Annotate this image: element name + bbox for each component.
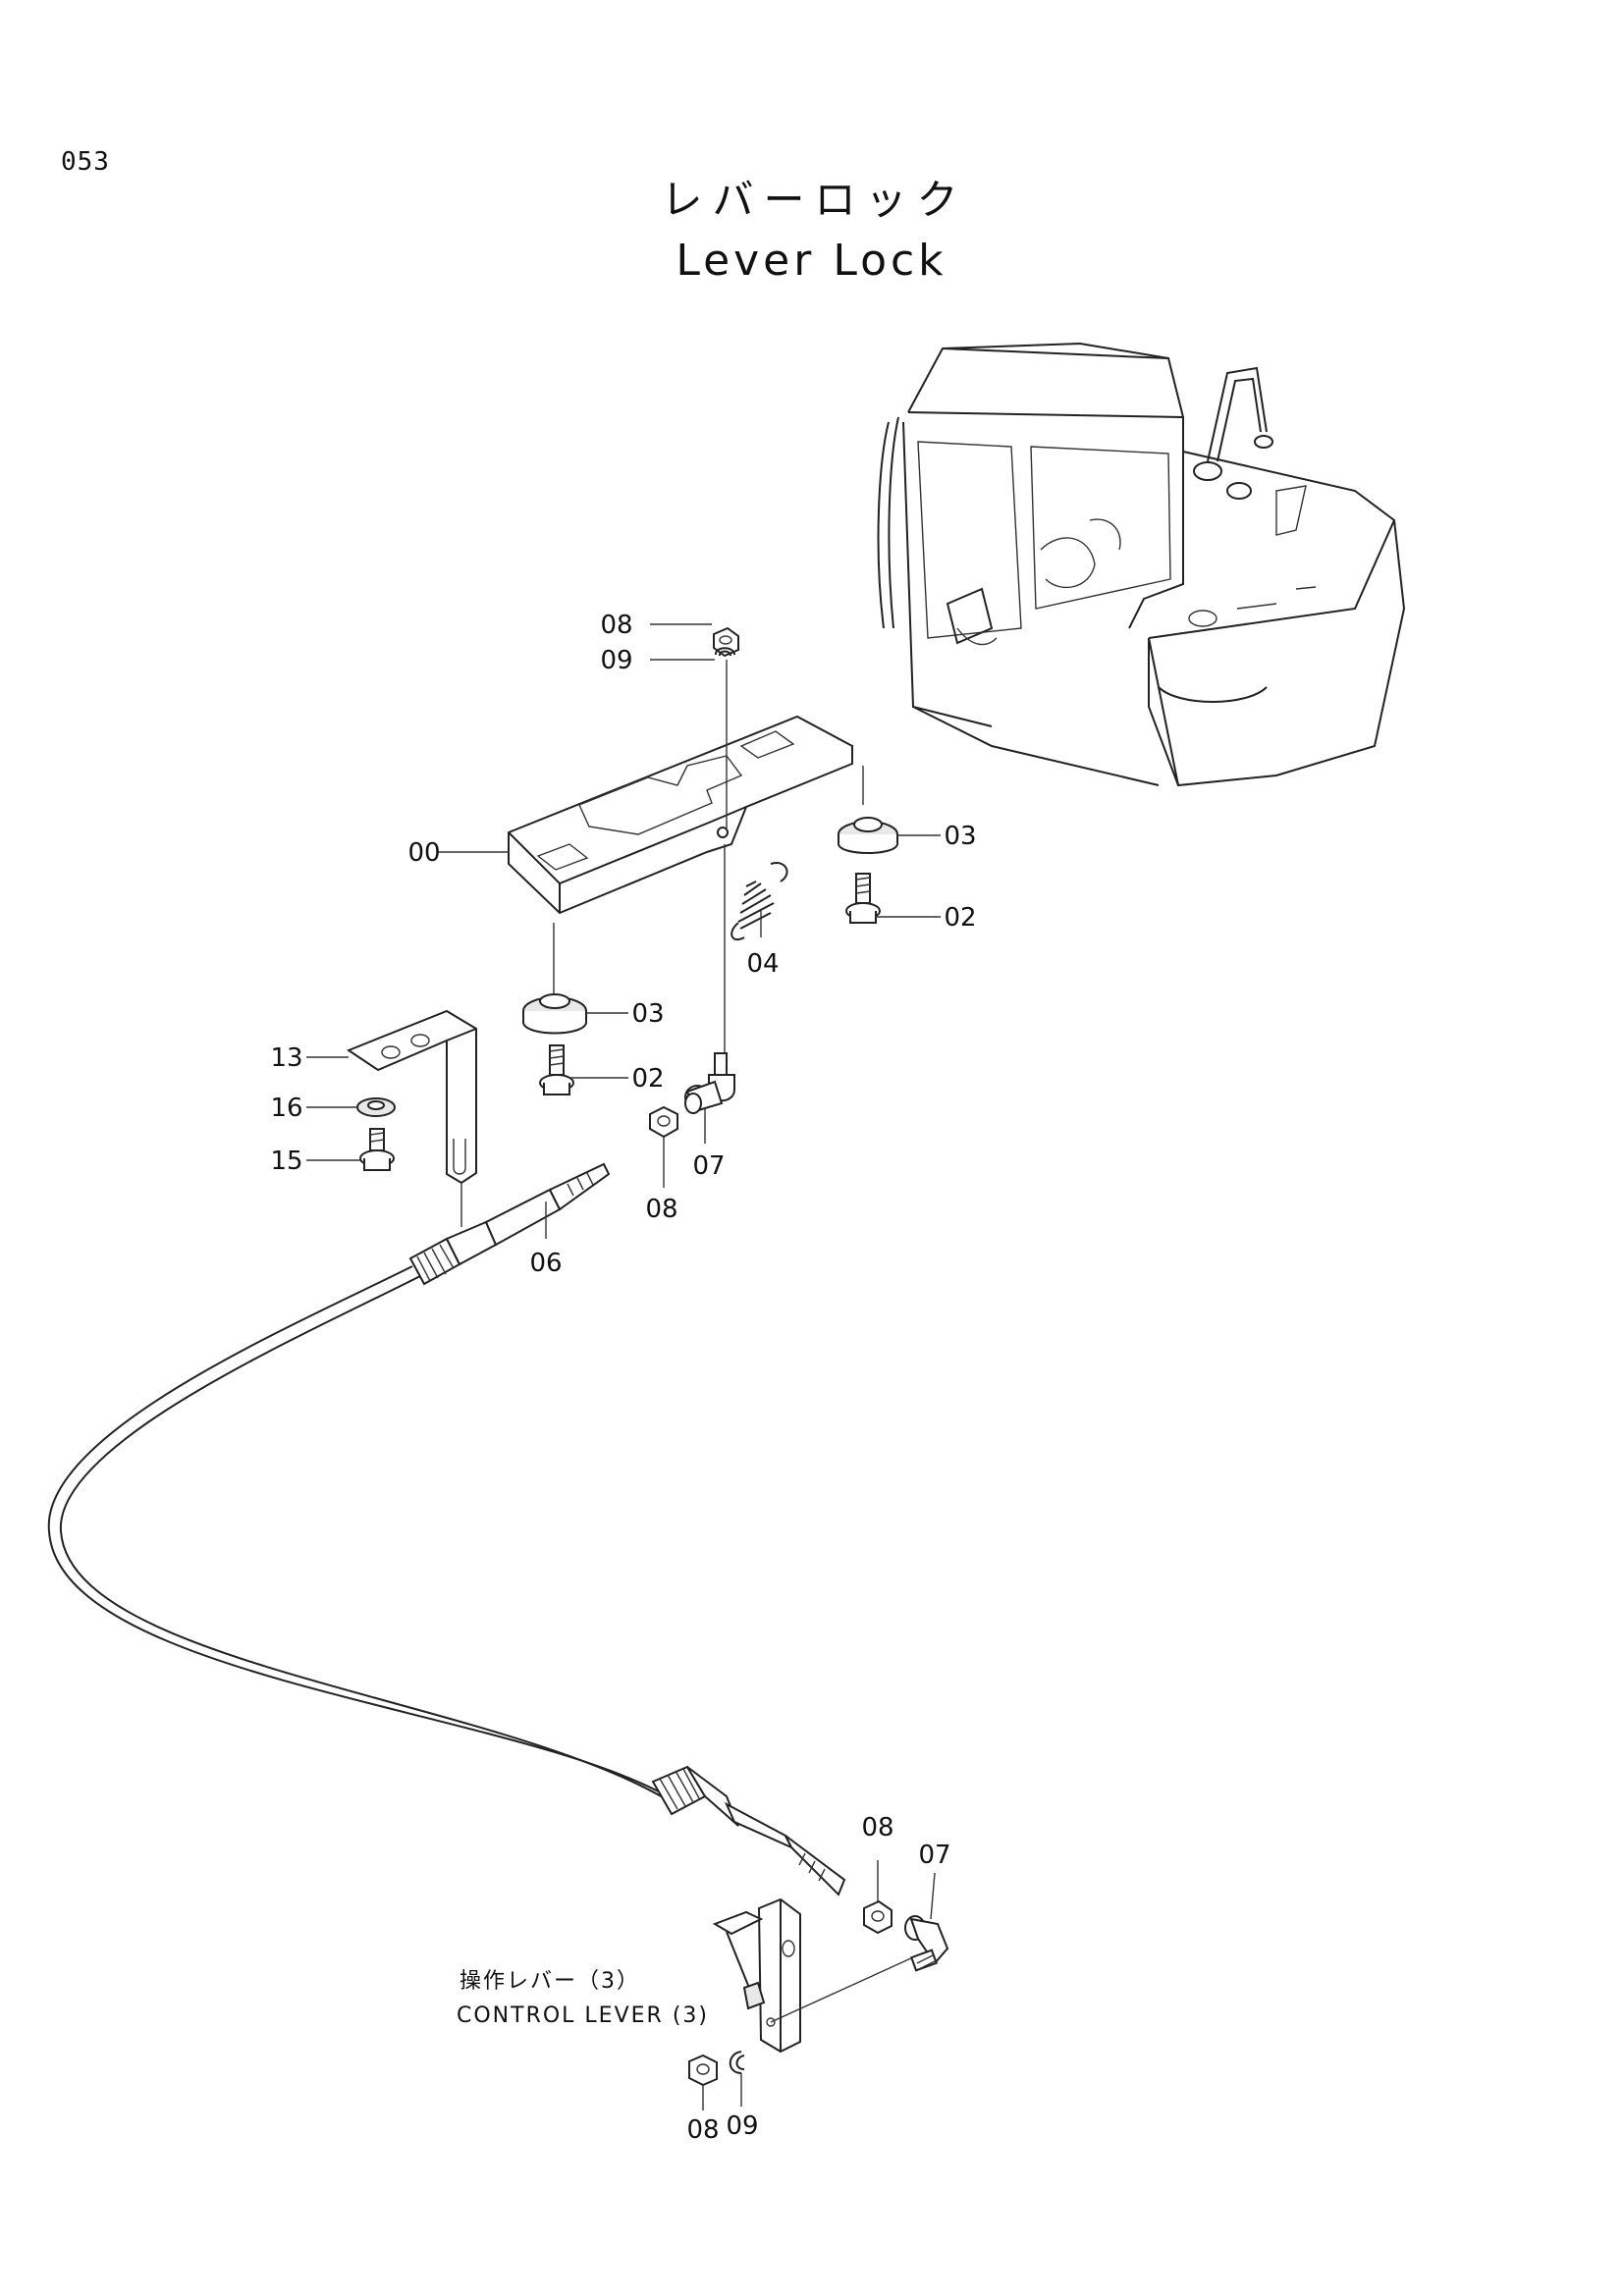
lock-plate-part [508,715,853,915]
callout-label: 13 [270,1043,302,1073]
middle-nut [649,1105,678,1139]
callout-label: 16 [270,1094,302,1123]
callout-label: 06 [529,1249,562,1278]
callout-label: 08 [861,1813,893,1842]
callout-label: 08 [686,2115,719,2145]
callout-label: 07 [692,1151,725,1181]
lower-nut-and-clip [688,2051,745,2087]
callout-label: 04 [746,949,779,979]
assembly-lines [460,660,914,2023]
callout-label: 07 [918,1841,950,1870]
cable-bracket [346,1009,477,1185]
callout-label: 08 [645,1195,677,1224]
title-english: Lever Lock [676,236,947,286]
rubber-mounts [522,817,898,1035]
rod-end-upper [684,1052,735,1114]
lower-nut-and-rod-end [863,1899,949,1972]
callout-label: 02 [631,1064,664,1094]
callout-label: 08 [600,611,632,640]
callout-leaders [306,623,941,2110]
spring-part [730,862,788,941]
callout-label: 03 [631,999,664,1029]
callout-label: 00 [407,838,440,868]
title-japanese: レバーロック [661,176,968,224]
note-japanese: 操作レバー（3） [460,1969,640,1994]
top-nut-and-washer [713,626,739,658]
page-number: 053 [61,147,110,177]
flange-bolts [539,873,881,1095]
callout-label: 09 [726,2111,758,2141]
callout-labels: 08 09 00 03 02 04 03 02 13 16 15 08 07 0… [270,611,976,2145]
callout-label: 02 [944,903,976,933]
control-lever-part [712,1897,801,2054]
callout-label: 15 [270,1147,302,1176]
callout-label: 09 [600,646,632,675]
callout-label: 03 [944,822,976,851]
excavator-overview-illustration [877,342,1406,787]
control-cable [47,1162,846,1896]
control-lever-note: 操作レバー（3） CONTROL LEVER (3) [457,1969,709,2028]
note-english: CONTROL LEVER (3) [457,2003,709,2028]
